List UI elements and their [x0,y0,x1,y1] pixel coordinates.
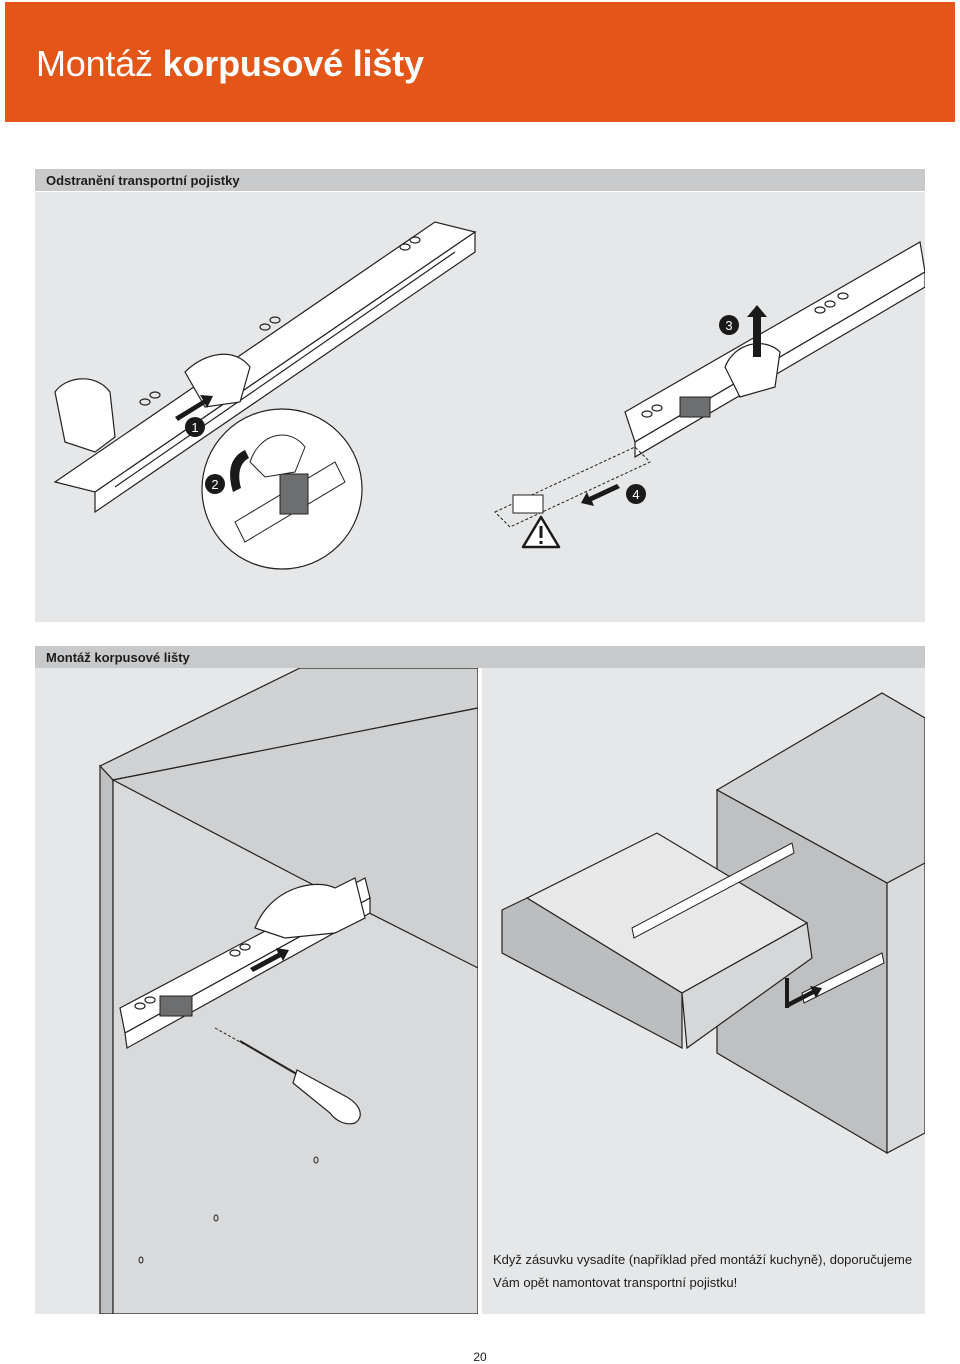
svg-text:2: 2 [211,477,218,492]
page-header: Montáž korpusové lišty [5,2,955,122]
step4-arrow [581,484,620,506]
screwdriver [214,1027,361,1125]
lock-part [679,396,711,418]
removed-lock-part [512,494,544,514]
reinstall-note: Když zásuvku vysadíte (například před mo… [493,1248,913,1294]
svg-text:1: 1 [191,420,198,435]
page-title-bold: korpusové lišty [162,43,424,84]
step1-arrow [175,395,213,421]
push-arrow [250,948,289,972]
cabinet-rail-lock [159,995,193,1017]
warning-triangle-icon [521,515,561,549]
step-badge-2: 2 [205,474,225,494]
mounting-holes [138,1156,319,1264]
step-badge-4: 4 [626,484,646,504]
page-title: Montáž korpusové lišty [36,42,424,86]
drawer-illustration [501,692,925,1155]
page-title-light: Montáž [36,43,153,84]
hand-left-1 [54,353,251,453]
transport-lock-illustration: 1 2 3 [53,221,925,570]
drawer-runner [631,842,885,1004]
reinstall-note-line2: Vám opět namontovat transportní pojistku… [493,1275,738,1290]
section-title-rail-mounting: Montáž korpusové lišty [46,650,190,665]
rail-mounting-illustration [99,668,478,1314]
cabinet-side-wall [99,668,478,1314]
detail-zoom-circle [201,408,363,570]
step-badge-3: 3 [719,315,739,335]
removed-lock-piece [494,446,651,528]
step3-arrow [747,305,767,357]
svg-text:3: 3 [725,318,732,333]
hand-push [254,877,366,939]
svg-text:4: 4 [632,487,639,502]
cabinet-rail-holes [134,943,251,1010]
illustration-panel-transport-lock: 1 2 3 [35,192,925,622]
cabinet-box [715,692,925,1155]
left-rail [53,221,477,514]
illustration-panel-rail-mounting [35,668,478,1314]
section-bar-rail-mounting: Montáž korpusové lišty [35,646,925,668]
illustration-panel-drawer: Když zásuvku vysadíte (například před mo… [482,668,925,1314]
drawer-arrow [787,986,822,1007]
section-title-transport-lock: Odstranění transportní pojistky [46,173,240,188]
reinstall-note-line1: Když zásuvku vysadíte (například před mo… [493,1252,913,1267]
left-rail-holes [139,236,421,406]
hand-right [724,343,781,398]
right-rail-holes [641,292,849,418]
page-number: 20 [473,1350,487,1364]
section-bar-transport-lock: Odstranění transportní pojistky [35,169,925,191]
step-badge-1: 1 [185,417,205,437]
